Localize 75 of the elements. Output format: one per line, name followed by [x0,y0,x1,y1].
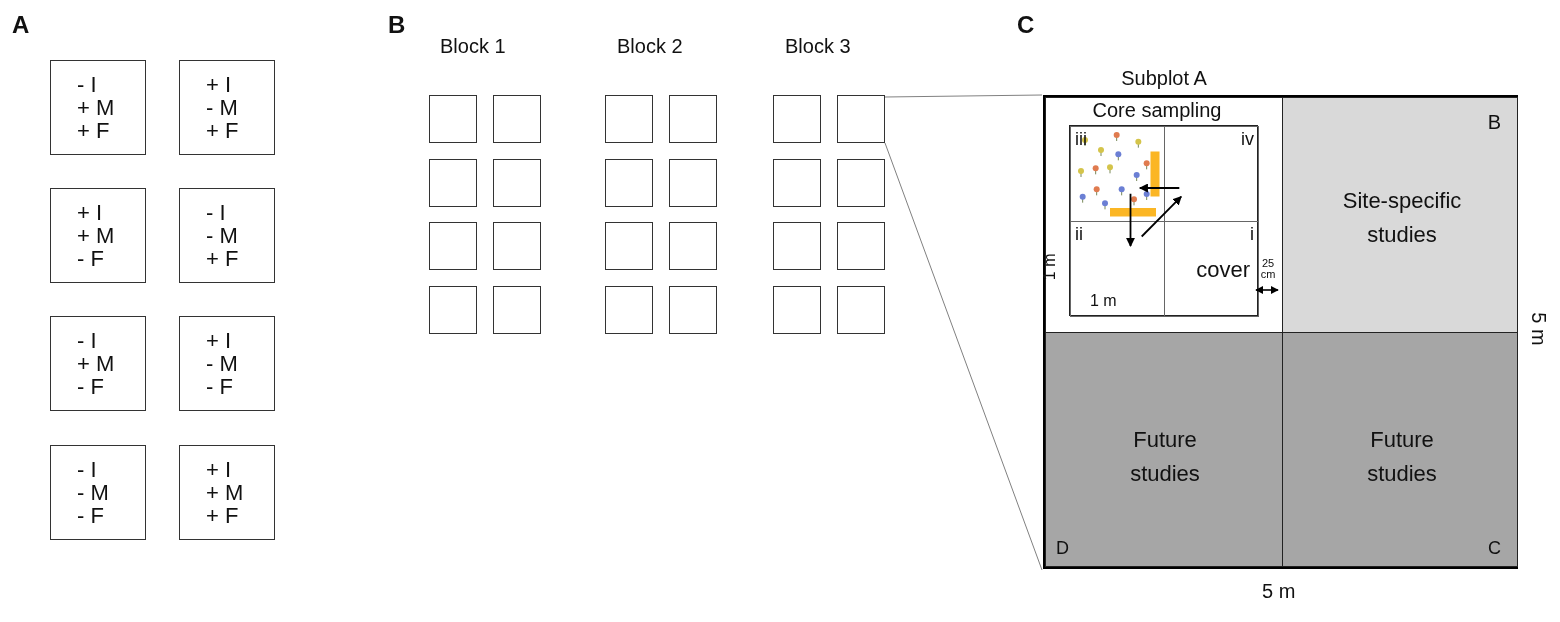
quadrant-label: i [1250,225,1254,244]
subplot-letter: B [1487,112,1501,133]
plot-square [669,286,717,334]
subplot-description: Future studies [1129,426,1201,488]
subplot-description: Site-specific studies [1341,187,1463,249]
dimension-label: 1 m [1090,292,1117,310]
treatment-label: - I - M + F [206,201,239,270]
treatment-plot [50,316,146,411]
panel-letter: C [1017,12,1035,39]
quadrant [1164,221,1259,317]
block-title: Block 2 [617,35,683,57]
subplot-title: Core sampling [1091,100,1223,121]
quadrant-label: iii [1075,130,1087,149]
dimension-label: 5 m [1262,580,1296,602]
treatment-plot [179,60,275,155]
plot-square [493,159,541,207]
treatment-label: + I - M + F [206,73,239,142]
plot-square [837,222,885,270]
quadrat [1069,125,1258,316]
plot-square [493,222,541,270]
subplot [1045,332,1283,567]
subplot [1282,332,1518,567]
dimension-label: 25 cm [1259,258,1277,280]
plot-square [837,159,885,207]
plot-square [429,286,477,334]
plot-square [605,159,653,207]
subplot-letter: D [1056,539,1069,558]
quadrant-label: iv [1241,130,1254,149]
treatment-plot [179,188,275,283]
arrow [1140,195,1183,238]
plot-square [493,286,541,334]
treatment-label: + I + M - F [77,201,115,270]
plot-square [669,95,717,143]
subplot-description: Future studies [1366,426,1438,488]
treatment-plot [179,445,275,540]
zoom-line [884,94,1043,571]
plot-square [493,95,541,143]
plot-square [837,95,885,143]
subplot-title: Subplot A [1120,68,1208,89]
treatment-label: - I + M + F [77,73,115,142]
plot-square [773,159,821,207]
treatment-label: + I + M + F [206,458,244,527]
block-title: Block 3 [785,35,851,57]
treatment-plot [179,316,275,411]
arrow [1126,192,1135,247]
plot-square [773,95,821,143]
treatment-label: - I - M - F [77,458,109,527]
plot-square [429,222,477,270]
treatment-plot [50,188,146,283]
plot-square [669,159,717,207]
treatment-label: - I + M - F [77,329,115,398]
plot-square [773,222,821,270]
dimension-label: 1 m [1040,253,1059,281]
treatment-plot [50,60,146,155]
treatment-label: + I - M - F [206,329,238,398]
plot-square [605,222,653,270]
quadrant-description: cover [1196,258,1250,282]
plot-square [605,95,653,143]
block-title: Block 1 [440,35,506,57]
plot-square [773,286,821,334]
subplot [1282,97,1518,333]
subplot-letter: C [1488,539,1501,558]
plot-square [429,95,477,143]
quadrant-label: ii [1075,225,1083,244]
treatment-plot [50,445,146,540]
plot-square [837,286,885,334]
dimension-label: 5 m [1527,312,1550,346]
plot-square [429,159,477,207]
arrow [1138,183,1181,193]
plot-square [669,222,717,270]
panel-letter: A [12,12,30,39]
plot-square [605,286,653,334]
quadrant [1070,221,1165,317]
panel-letter: B [388,12,406,39]
quadrant [1164,126,1259,222]
